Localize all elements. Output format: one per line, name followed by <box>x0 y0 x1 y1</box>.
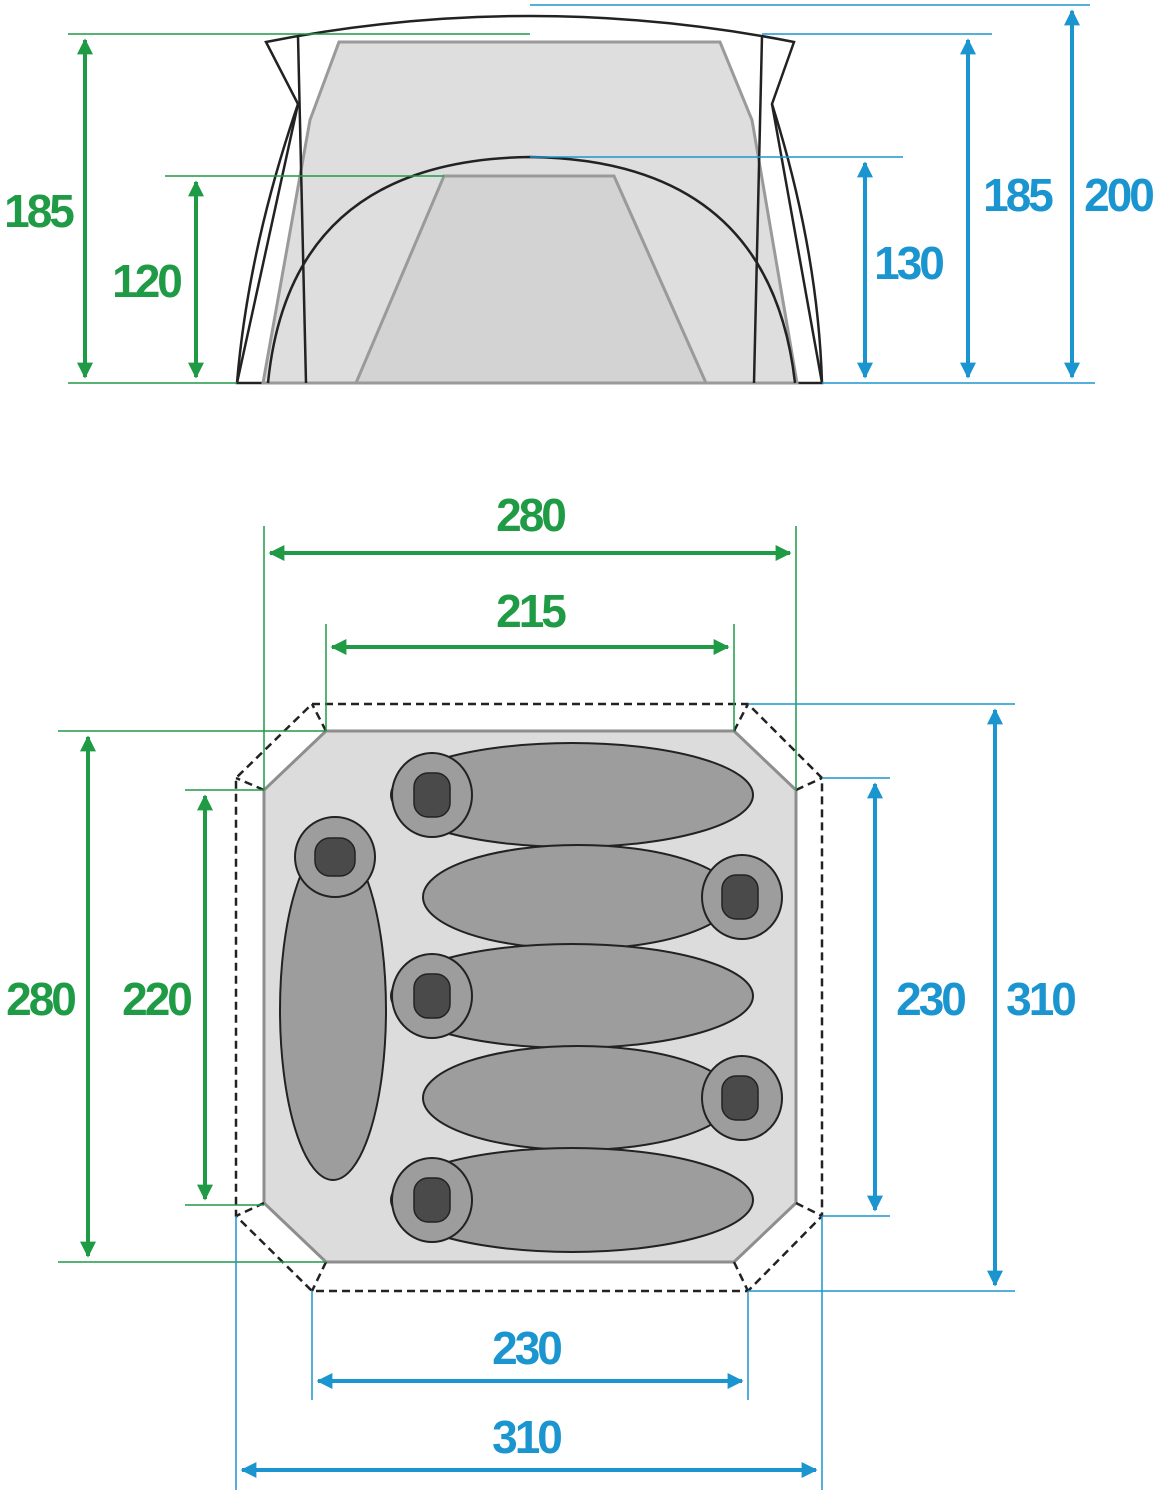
label-inner-width-narrow: 215 <box>496 585 566 637</box>
right-pole <box>752 35 764 384</box>
label-inner-depth-narrow: 220 <box>122 973 191 1025</box>
sleeping-bag-hood-icon <box>314 837 356 877</box>
sleeping-bag-hood-icon <box>413 1177 451 1223</box>
sleeping-bag <box>390 1147 754 1253</box>
blue-extension-lines <box>530 4 1095 384</box>
label-outer-width-narrow: 230 <box>492 1322 561 1374</box>
floor-plan: 280 215 280 220 230 310 230 310 <box>6 489 1078 1490</box>
label-inner-total-height: 185 <box>4 185 74 237</box>
sleeping-bag-hood-icon <box>413 772 451 818</box>
label-outer-depth-narrow: 230 <box>896 973 965 1025</box>
sleeping-bag <box>390 943 754 1049</box>
label-outer-depth: 310 <box>1006 973 1075 1025</box>
blue-extension-lines-plan <box>235 703 1015 1490</box>
green-extension-lines-plan <box>58 526 797 1263</box>
label-outer-door-height: 130 <box>874 237 943 289</box>
sleeping-bag <box>279 816 387 1181</box>
label-inner-depth: 280 <box>6 973 75 1025</box>
label-outer-inner-height: 185 <box>983 169 1053 221</box>
inner-door <box>353 174 709 385</box>
label-outer-total-height: 200 <box>1084 169 1153 221</box>
label-outer-width: 310 <box>492 1411 561 1463</box>
left-pole <box>296 35 308 384</box>
label-inner-door-height: 120 <box>112 255 181 307</box>
side-view: 185 120 130 185 200 <box>4 4 1156 385</box>
sleeping-bag-hood-icon <box>721 874 759 920</box>
green-extension-lines <box>68 33 530 384</box>
label-inner-width: 280 <box>496 489 565 541</box>
corner-guy-lines <box>235 703 823 1292</box>
left-fly-edge <box>235 103 300 384</box>
sleeping-bag <box>422 1045 783 1151</box>
right-fly-edge <box>770 103 824 384</box>
sleeping-bag-hood-icon <box>721 1075 759 1121</box>
sleeping-bag <box>422 844 783 950</box>
sleeping-bag-hood-icon <box>413 973 451 1019</box>
sleeping-bag <box>390 742 754 848</box>
